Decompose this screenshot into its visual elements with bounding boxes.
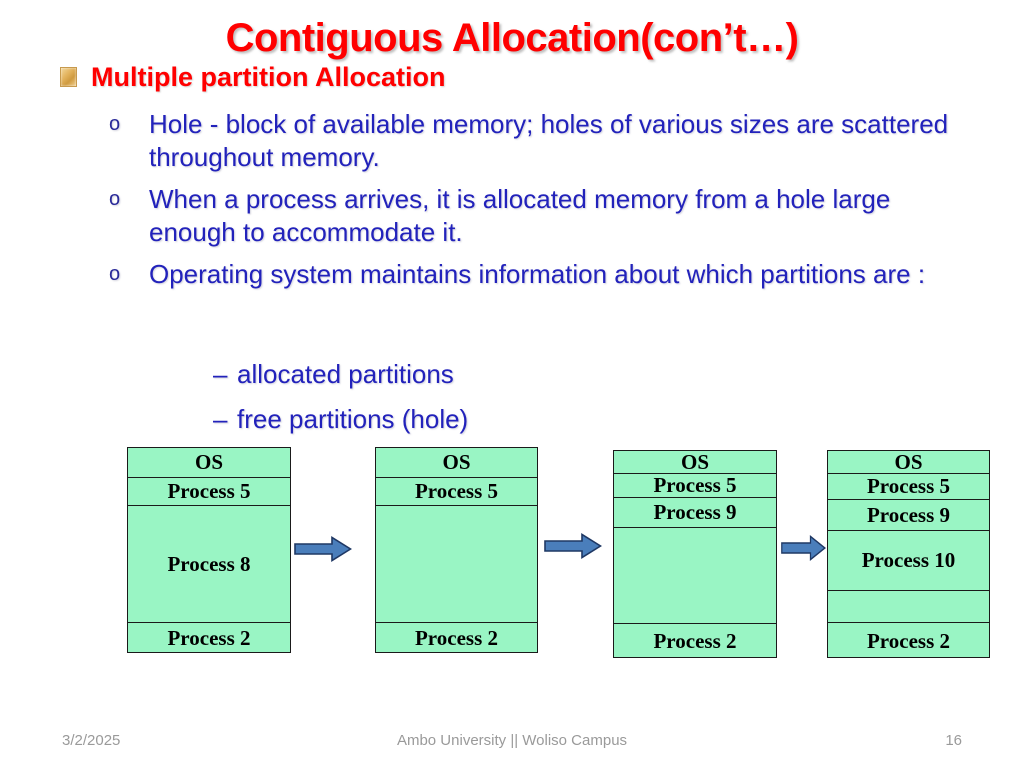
bullet-list: o Hole - block of available memory; hole… — [103, 108, 983, 300]
slide-footer: 3/2/2025 Ambo University || Woliso Campu… — [0, 708, 1024, 768]
memory-cell-label: Process 2 — [653, 629, 737, 653]
heading-bullet-row: Multiple partition Allocation — [60, 62, 445, 92]
footer-date: 3/2/2025 — [62, 732, 121, 749]
memory-cell-label: Process 2 — [414, 626, 498, 650]
bullet-marker-icon: o — [109, 188, 121, 210]
memory-cell-label: Process 5 — [414, 479, 498, 503]
memory-cell: Process 2 — [376, 623, 537, 654]
heading-text: Multiple partition Allocation — [91, 62, 446, 92]
memory-cell-label: Process 2 — [167, 626, 251, 650]
sub-bullet-text: allocated partitions — [237, 359, 454, 389]
right-arrow-icon — [544, 533, 603, 559]
bullet-text: When a process arrives, it is allocated … — [149, 184, 891, 247]
sub-bullet-list: – allocated partitions – free partitions… — [213, 352, 913, 442]
memory-cell: Process 5 — [614, 474, 776, 498]
bullet-item-1: o Hole - block of available memory; hole… — [103, 108, 983, 174]
bullet-text: Operating system maintains information a… — [149, 259, 926, 289]
bullet-marker-icon: o — [109, 263, 121, 285]
memory-cell: Process 5 — [128, 478, 290, 506]
memory-state-2[interactable]: OS Process 5 Process 2 — [375, 447, 538, 653]
memory-cell-label: OS — [680, 449, 709, 474]
memory-cell-label: OS — [442, 450, 471, 474]
memory-cell-hole — [828, 591, 989, 623]
right-arrow-icon — [294, 536, 353, 562]
memory-cell: Process 8 — [128, 506, 290, 623]
memory-cell: Process 2 — [828, 623, 989, 659]
bullet-item-2: o When a process arrives, it is allocate… — [103, 183, 983, 249]
memory-cell-label: Process 9 — [653, 500, 737, 524]
memory-cell: Process 5 — [828, 474, 989, 500]
dash-marker-icon: – — [213, 404, 228, 434]
memory-cell: OS — [828, 451, 989, 474]
memory-state-1[interactable]: OS Process 5 Process 8 Process 2 — [127, 447, 291, 653]
right-arrow-icon — [781, 535, 827, 561]
dash-marker-icon: – — [213, 359, 228, 389]
memory-cell-label: OS — [194, 450, 223, 474]
bullet-marker-icon: o — [109, 113, 121, 135]
memory-cell-label: OS — [894, 449, 923, 474]
memory-cell-label: Process 5 — [866, 474, 950, 498]
sub-bullet-text: free partitions (hole) — [237, 404, 469, 434]
page-title: Contiguous Allocation(con’t…) — [225, 16, 799, 60]
memory-cell: Process 10 — [828, 531, 989, 591]
memory-cell: OS — [614, 451, 776, 474]
memory-cell: Process 2 — [614, 624, 776, 659]
memory-cell-label: Process 8 — [167, 551, 251, 576]
memory-cell: Process 9 — [828, 500, 989, 531]
memory-cell: Process 5 — [376, 478, 537, 506]
memory-cell-label: Process 5 — [167, 479, 251, 503]
footer-page-number: 16 — [945, 732, 962, 749]
memory-cell-label: Process 9 — [866, 502, 950, 527]
memory-cell-label: Process 5 — [653, 473, 737, 497]
sub-bullet-item-1: – allocated partitions — [213, 352, 913, 397]
memory-cell-label: Process 10 — [861, 548, 956, 572]
memory-cell-hole — [614, 528, 776, 624]
memory-cell-label: Process 2 — [866, 628, 950, 653]
bullet-text: Hole - block of available memory; holes … — [149, 109, 949, 172]
bullet-item-3: o Operating system maintains information… — [103, 258, 983, 291]
memory-cell: Process 9 — [614, 498, 776, 528]
sub-bullet-item-2: – free partitions (hole) — [213, 397, 913, 442]
gold-square-bullet-icon — [60, 67, 77, 87]
memory-cell-hole — [376, 506, 537, 623]
memory-cell: Process 2 — [128, 623, 290, 654]
footer-institution: Ambo University || Woliso Campus — [396, 732, 628, 749]
memory-cell: OS — [376, 448, 537, 478]
memory-cell: OS — [128, 448, 290, 478]
